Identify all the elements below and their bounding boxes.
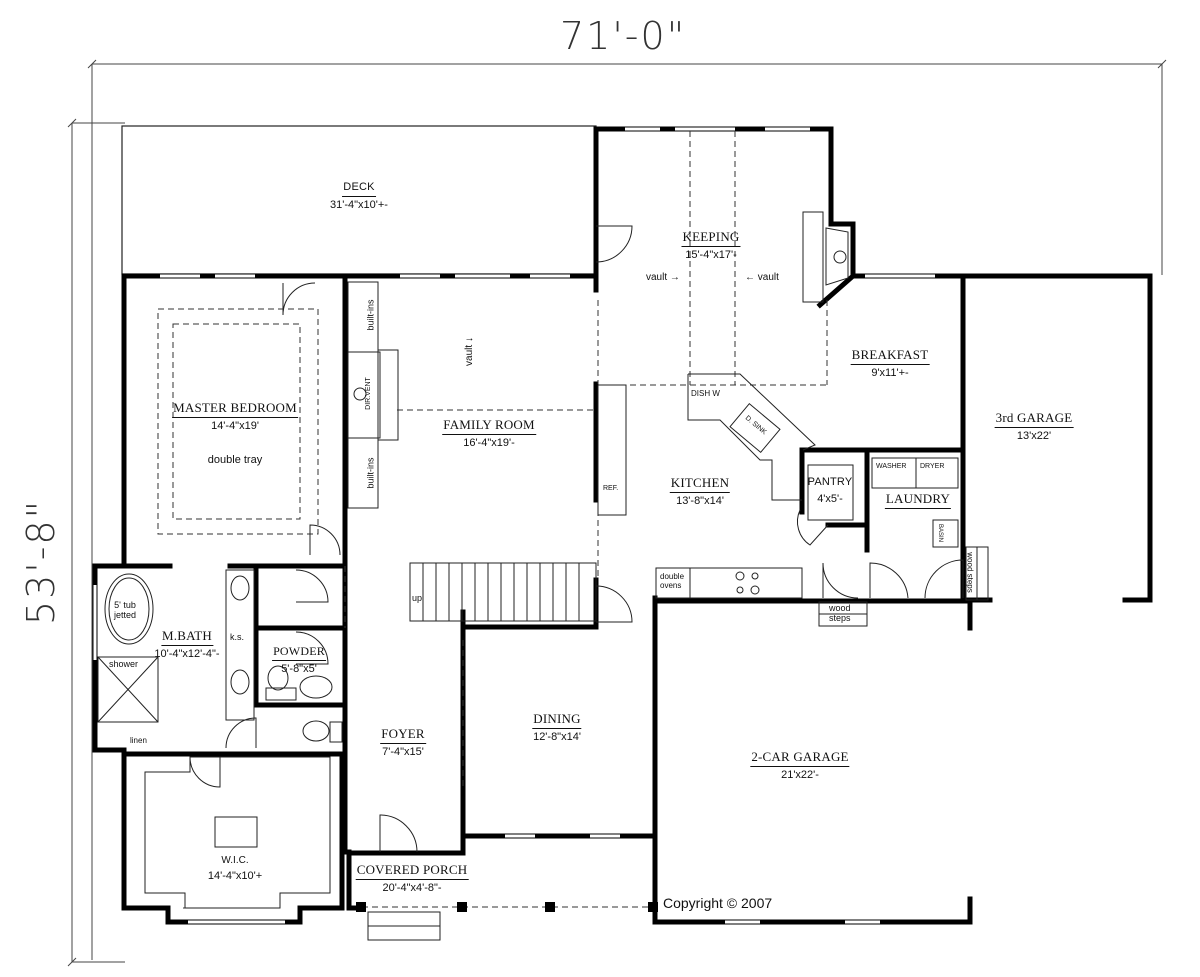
room-2-car-garage: 2-CAR GARAGE 21'x22'- [750, 748, 850, 782]
room-name: DECK [342, 179, 376, 197]
room-breakfast: BREAKFAST 9'x11'+- [850, 346, 930, 380]
vault-arrow-family: vault ↓ [463, 337, 475, 366]
copyright-notice: Copyright © 2007 [663, 895, 773, 911]
room-dims: 5'-8"x5' [281, 663, 317, 675]
room-dims: 31'-4"x10'+- [330, 199, 388, 211]
stairs-up-label: up [412, 593, 423, 603]
steps-label: steps [829, 613, 851, 623]
shower-label: shower [109, 659, 139, 669]
room-dims: 13'-8"x14' [676, 495, 724, 507]
room-laundry: LAUNDRY [884, 490, 952, 509]
room-name: 2-CAR GARAGE [750, 749, 850, 767]
wood-label: wood [829, 603, 851, 613]
room-name: POWDER [272, 643, 326, 661]
built-ins-top: built-ins [365, 299, 376, 331]
room-name: W.I.C. [221, 855, 249, 866]
room-deck: DECK 31'-4"x10'+- [330, 177, 388, 212]
room-name: LAUNDRY [884, 491, 952, 509]
overall-depth-label: 53'-8" [19, 498, 64, 626]
room-kitchen: KITCHEN 13'-8"x14' [669, 474, 731, 508]
windows [93, 127, 1120, 924]
room-note: double tray [207, 454, 263, 466]
washer-label: WASHER [876, 463, 907, 470]
vault-arrow-left: vault → [646, 272, 680, 283]
double-ovens-line2: ovens [660, 581, 682, 590]
room-dims: 15'-4"x17'- [685, 249, 737, 261]
dishwasher-label: DISH W [691, 389, 720, 398]
room-dims: 13'x22' [1016, 430, 1052, 442]
room-name: 3rd GARAGE [994, 410, 1074, 428]
refrigerator-label: REF. [603, 485, 619, 492]
vault-label: vault [463, 344, 475, 366]
double-ovens-line1: double [660, 572, 685, 581]
room-dims: 12'-8"x14' [533, 731, 581, 743]
room-name: KITCHEN [669, 475, 731, 493]
vault-arrow-right: ← vault [745, 272, 779, 283]
room-name: PANTRY [807, 476, 853, 488]
room-dims: 21'x22'- [781, 769, 819, 781]
room-pantry: PANTRY 4'x5'- [807, 472, 854, 506]
tub-line2: jetted [114, 610, 137, 620]
ks-label: k.s. [230, 632, 245, 642]
room-wic: W.I.C. 14'-4"x10'+ [208, 853, 262, 883]
room-dims: 14'-4"x10'+ [207, 870, 263, 882]
room-dims: 7'-4"x15' [382, 746, 424, 758]
room-name: FAMILY ROOM [442, 417, 536, 435]
room-name: M.BATH [161, 628, 213, 646]
exterior-walls [92, 126, 1153, 925]
room-master-bedroom: MASTER BEDROOM 14'-4"x19' double tray [172, 399, 298, 467]
room-name: KEEPING [681, 229, 741, 247]
porch-posts [356, 902, 658, 912]
room-dims: 4'x5'- [817, 493, 843, 505]
room-name: BREAKFAST [850, 347, 930, 365]
third-garage-wood-steps-label: wood steps [965, 552, 975, 593]
built-ins-bottom: built-ins [365, 457, 376, 489]
vault-label: vault [646, 272, 668, 283]
room-dims: 20'-4"x4'-8"- [382, 882, 442, 894]
tub-line1: 5' tub [114, 600, 136, 610]
linen-label: linen [130, 736, 147, 745]
room-foyer: FOYER 7'-4"x15' [380, 725, 426, 759]
room-name: FOYER [380, 726, 426, 744]
room-name: MASTER BEDROOM [172, 400, 298, 418]
room-keeping: KEEPING 15'-4"x17'- [681, 228, 741, 262]
overall-width-label: 71'-0" [560, 14, 687, 58]
room-family-room: FAMILY ROOM 16'-4"x19'- [442, 416, 536, 450]
dryer-label: DRYER [920, 463, 945, 470]
room-powder: POWDER 5'-8"x5' [272, 642, 326, 676]
room-name: DINING [532, 711, 582, 729]
room-dining: DINING 12'-8"x14' [532, 710, 582, 744]
room-3rd-garage: 3rd GARAGE 13'x22' [994, 409, 1074, 443]
vault-label: vault [757, 272, 779, 283]
room-covered-porch: COVERED PORCH 20'-4"x4'-8"- [355, 861, 469, 895]
room-dims: 10'-4"x12'-4"- [154, 648, 220, 660]
dimension-lines [67, 59, 1167, 967]
dir-vent-label: DIR.VENT [364, 377, 372, 410]
room-m-bath: M.BATH 10'-4"x12'-4"- [154, 627, 219, 661]
fixtures [97, 211, 989, 941]
room-dims: 14'-4"x19' [211, 420, 259, 432]
room-dims: 16'-4"x19'- [463, 437, 515, 449]
basin-label: BASIN [937, 523, 944, 543]
room-dims: 9'x11'+- [871, 367, 909, 379]
room-name: COVERED PORCH [355, 862, 469, 880]
